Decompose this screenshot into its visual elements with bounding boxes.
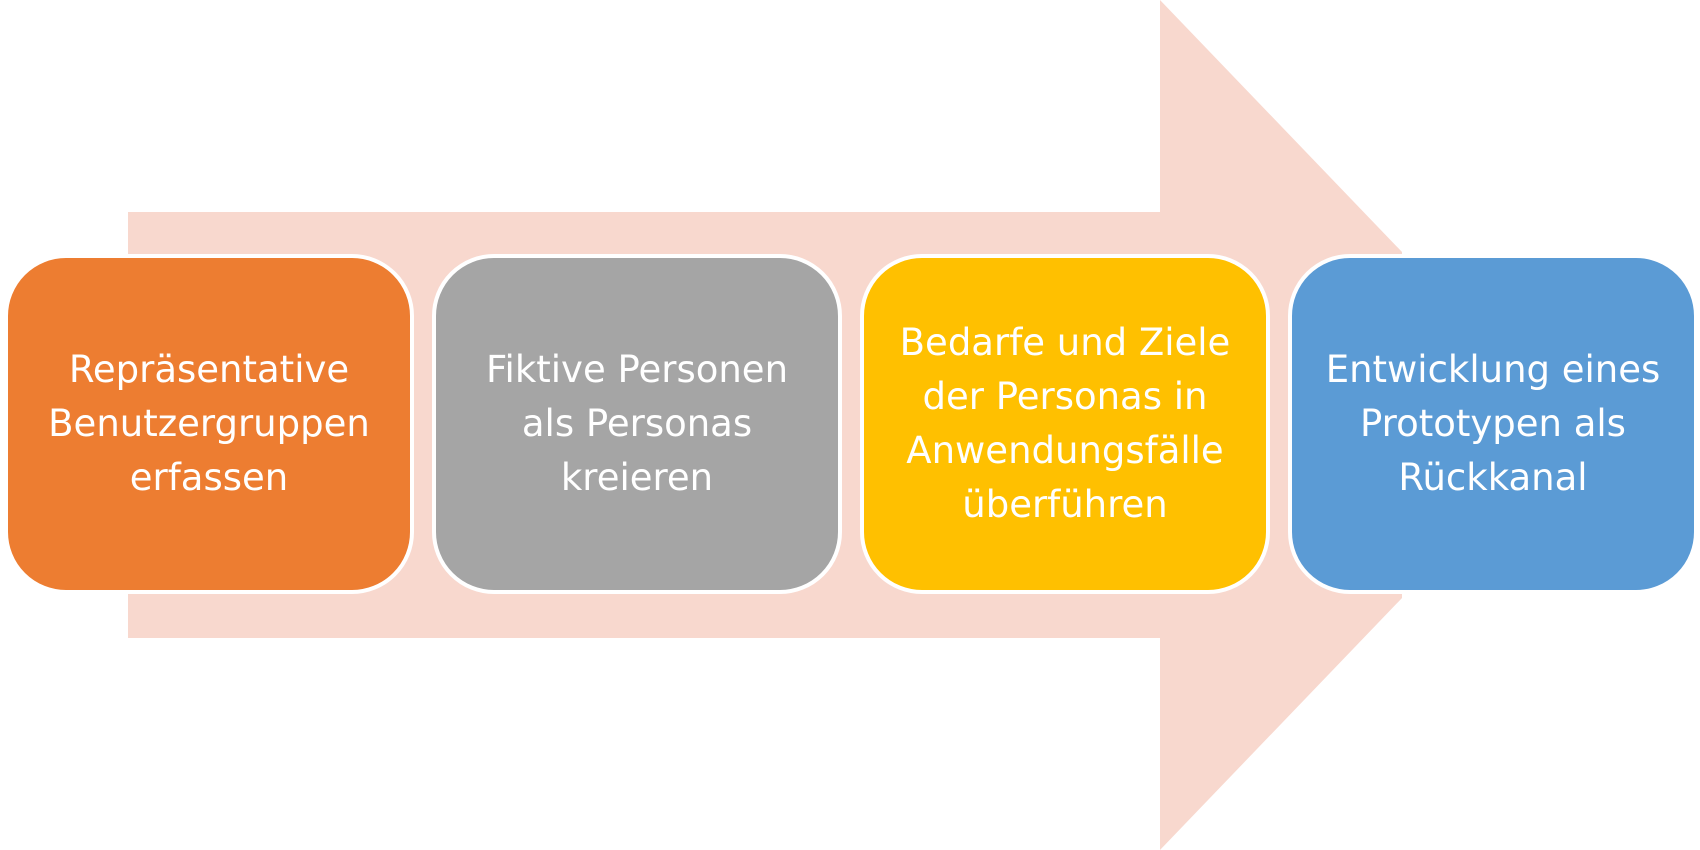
step-2-box: Fiktive Personen als Personas kreieren bbox=[432, 254, 842, 594]
step-3-label: Bedarfe und Ziele der Personas in Anwend… bbox=[899, 321, 1231, 526]
step-4-box: Entwicklung eines Prototypen als Rückkan… bbox=[1288, 254, 1698, 594]
step-4-label: Entwicklung eines Prototypen als Rückkan… bbox=[1325, 348, 1661, 499]
step-1-label: Repräsentative Benutzergruppen erfassen bbox=[48, 348, 370, 499]
step-1-box: Repräsentative Benutzergruppen erfassen bbox=[4, 254, 414, 594]
step-3-box: Bedarfe und Ziele der Personas in Anwend… bbox=[860, 254, 1270, 594]
step-2-label: Fiktive Personen als Personas kreieren bbox=[485, 348, 789, 499]
